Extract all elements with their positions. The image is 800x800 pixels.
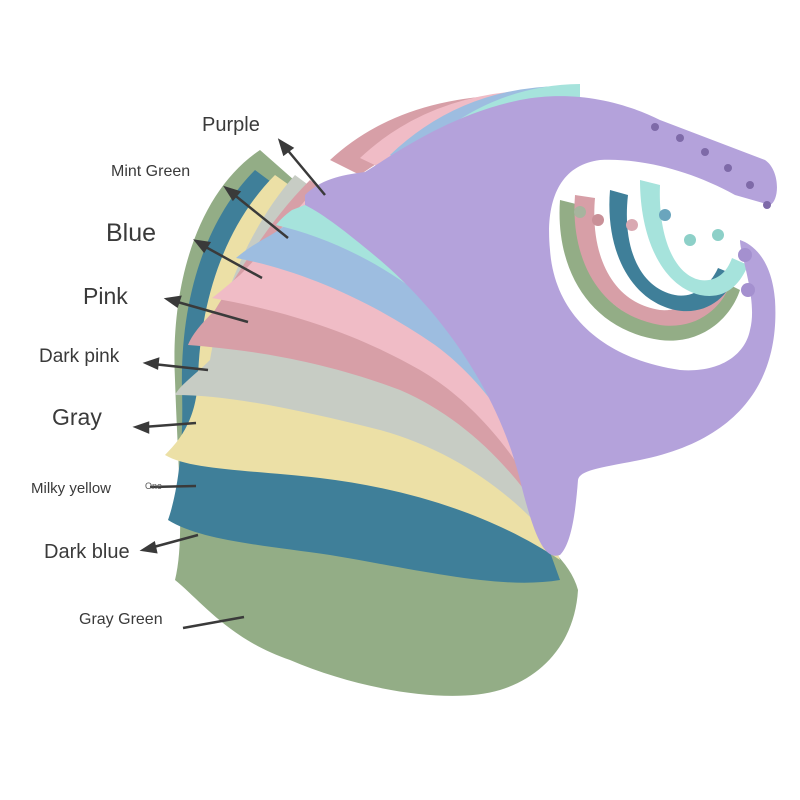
inner-rim-mint — [640, 180, 748, 296]
label-dark-pink: Dark pink — [39, 346, 120, 367]
snap-buttons — [574, 206, 755, 297]
pointer-arrows — [132, 138, 326, 630]
arrow-blue — [201, 243, 263, 280]
bib-purple — [305, 96, 777, 556]
label-blue: Blue — [106, 219, 157, 247]
arrow-purple — [284, 146, 326, 196]
label-dark-blue: Dark blue — [44, 541, 130, 563]
arrow-gray-green — [182, 615, 245, 630]
arrow-pink — [173, 299, 249, 324]
label-one: One — [145, 481, 163, 491]
label-pink: Pink — [83, 283, 128, 309]
label-gray-green: Gray Green — [79, 611, 163, 628]
inner-rim-darkblue — [609, 190, 735, 312]
arrow-dark-blue — [149, 533, 199, 550]
label-mint-green: Mint Green — [111, 163, 191, 180]
arrow-mint-green — [231, 192, 289, 239]
label-milky-yellow: Milky yellow — [31, 480, 112, 497]
arrow-dark-pink — [152, 362, 209, 372]
bib-blue — [236, 190, 556, 535]
label-gray: Gray — [52, 404, 102, 430]
arrow-gray — [142, 421, 197, 429]
inner-rim-graygreen — [559, 200, 740, 341]
label-purple: Purple — [202, 114, 260, 136]
strap-holes — [651, 123, 771, 209]
arrow-milky-yellow — [149, 484, 197, 489]
inner-rim-darkpink — [574, 195, 730, 326]
